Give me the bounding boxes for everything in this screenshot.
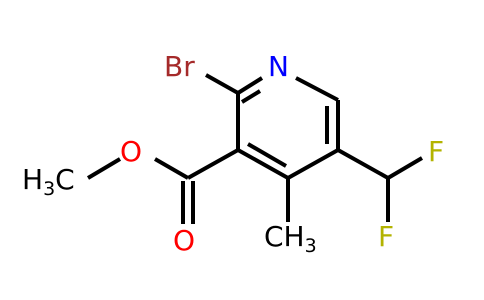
bond-c5-chf2	[337, 148, 389, 180]
ring-methyl-label: CH3	[264, 220, 317, 257]
fluorine-label-bottom: F	[378, 220, 394, 253]
bond-c5-c4	[287, 148, 339, 180]
bond-carbonyl-o-ester	[154, 157, 189, 180]
methoxy-methyl-h: H	[22, 163, 43, 196]
methoxy-methyl-c: C	[55, 163, 75, 196]
carbonyl-oxygen-label: O	[173, 224, 195, 257]
bromine-label: Br	[164, 50, 195, 83]
fluorine-label-top: F	[428, 135, 444, 168]
bond-c4-c3	[237, 148, 289, 180]
bond-n-c2	[236, 76, 264, 95]
methoxy-methyl-label: H3C	[22, 163, 75, 200]
nitrogen-label: N	[268, 50, 289, 83]
bond-c2-br	[205, 73, 239, 95]
ring-methyl-subscript: 3	[305, 235, 317, 257]
bond-c4-c3-inner	[246, 142, 288, 168]
ester-oxygen-label: O	[120, 135, 142, 168]
bond-o-methyl	[86, 157, 122, 180]
methoxy-methyl-subscript: 3	[43, 178, 55, 200]
bond-n-c6	[295, 76, 339, 102]
bond-n-c2-inner	[240, 89, 262, 104]
ring-methyl-ch: CH	[264, 220, 305, 253]
bond-chf2-f-top	[386, 156, 424, 180]
bond-c3-carbonyl	[187, 148, 239, 180]
